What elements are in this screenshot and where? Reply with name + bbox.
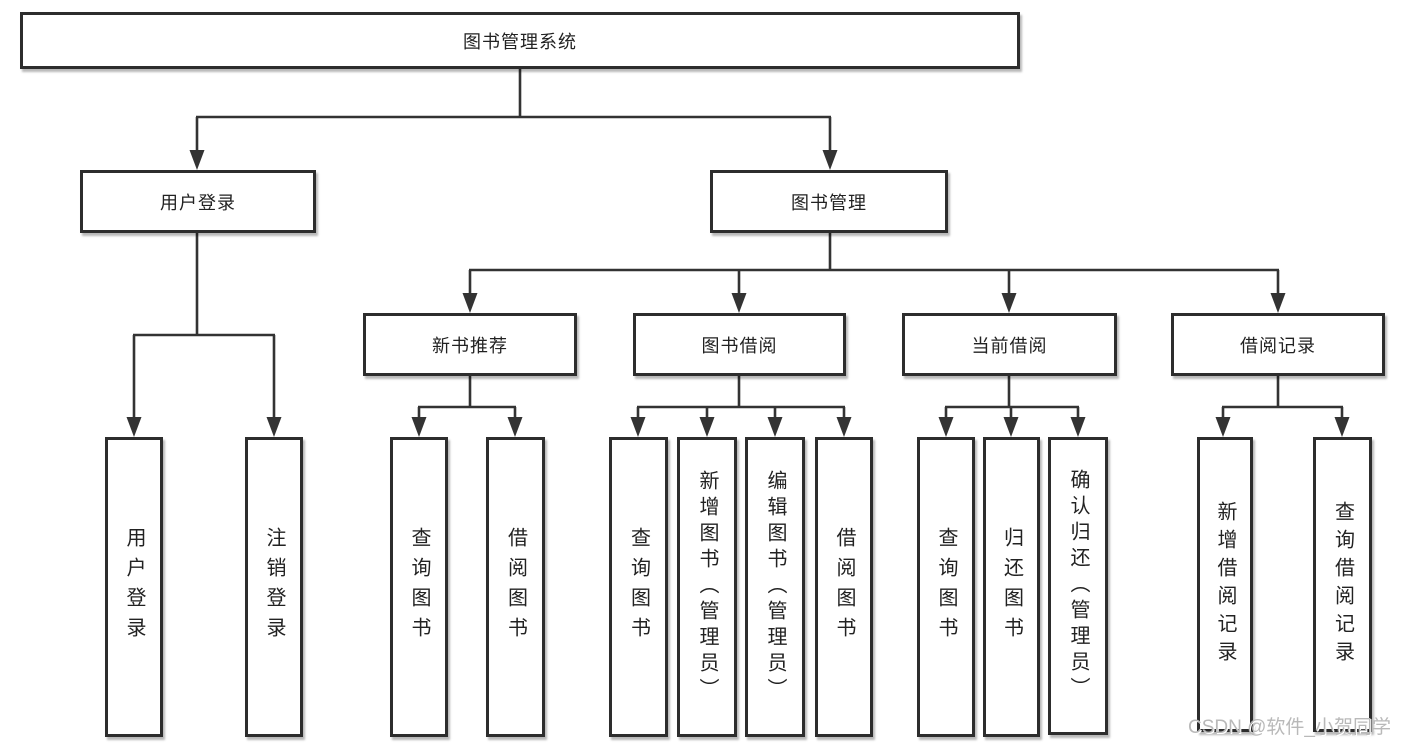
leaf-logout: 注销登录 xyxy=(245,437,303,737)
leaf-edit-books-admin-label: 编辑图书（管理员） xyxy=(764,470,786,704)
leaf-query-borrow-record: 查询借阅记录 xyxy=(1313,437,1372,732)
leaf-query-books-current: 查询图书 xyxy=(917,437,975,737)
node-root-system: 图书管理系统 xyxy=(20,12,1020,69)
node-borrowing-records: 借阅记录 xyxy=(1171,313,1385,376)
node-book-management-label: 图书管理 xyxy=(791,192,867,213)
node-current-borrowing-label: 当前借阅 xyxy=(971,335,1048,356)
leaf-borrow-books-recommend-label: 借阅图书 xyxy=(504,527,527,647)
csdn-watermark: CSDN @软件_小贺同学 xyxy=(1188,717,1391,738)
node-new-book-recommendation-label: 新书推荐 xyxy=(432,335,508,356)
leaf-borrow-books-borrowing: 借阅图书 xyxy=(815,437,873,737)
leaf-add-borrow-record: 新增借阅记录 xyxy=(1197,437,1253,732)
node-book-management: 图书管理 xyxy=(710,170,948,233)
leaf-confirm-return-admin-label: 确认归还（管理员） xyxy=(1067,469,1089,703)
leaf-user-login: 用户登录 xyxy=(105,437,163,737)
leaf-add-books-admin: 新增图书（管理员） xyxy=(677,437,737,737)
node-user-login-label: 用户登录 xyxy=(160,192,236,213)
node-root-label: 图书管理系统 xyxy=(463,31,577,52)
leaf-add-books-admin-label: 新增图书（管理员） xyxy=(696,470,718,704)
leaf-query-borrow-record-label: 查询借阅记录 xyxy=(1331,500,1354,669)
leaf-user-login-label: 用户登录 xyxy=(123,527,145,647)
node-book-borrowing: 图书借阅 xyxy=(633,313,846,376)
leaf-borrow-books-recommend: 借阅图书 xyxy=(486,437,545,737)
leaf-edit-books-admin: 编辑图书（管理员） xyxy=(745,437,805,737)
node-borrowing-records-label: 借阅记录 xyxy=(1240,335,1316,356)
leaf-borrow-books-borrowing-label: 借阅图书 xyxy=(833,527,855,647)
leaf-query-books-borrowing: 查询图书 xyxy=(609,437,668,737)
leaf-query-books-recommend-label: 查询图书 xyxy=(408,527,430,647)
leaf-query-books-borrowing-label: 查询图书 xyxy=(627,527,650,647)
leaf-query-books-recommend: 查询图书 xyxy=(390,437,448,737)
node-new-book-recommendation: 新书推荐 xyxy=(363,313,577,376)
leaf-return-books: 归还图书 xyxy=(983,437,1040,737)
leaf-return-books-label: 归还图书 xyxy=(1000,527,1023,647)
leaf-query-books-current-label: 查询图书 xyxy=(935,527,957,647)
leaf-confirm-return-admin: 确认归还（管理员） xyxy=(1048,437,1108,735)
leaf-logout-label: 注销登录 xyxy=(263,527,285,647)
node-current-borrowing: 当前借阅 xyxy=(902,313,1117,376)
node-user-login: 用户登录 xyxy=(80,170,316,233)
leaf-add-borrow-record-label: 新增借阅记录 xyxy=(1214,500,1236,669)
node-book-borrowing-label: 图书借阅 xyxy=(701,335,778,356)
